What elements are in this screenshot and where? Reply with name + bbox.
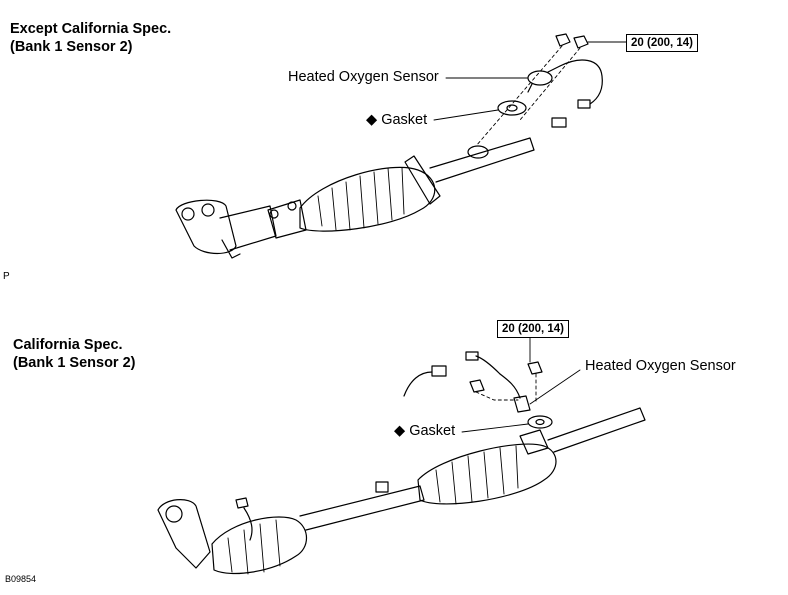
bottom-gasket-hole: [536, 420, 544, 425]
top-manifold-port: [202, 204, 214, 216]
top-oxygen-sensor-body: [528, 66, 560, 92]
diamond-icon: ◆: [394, 423, 406, 439]
top-sensor-connector: [578, 100, 590, 108]
top-gasket: [498, 101, 526, 115]
top-flange-bolt: [270, 210, 278, 218]
bottom-nut: [528, 362, 542, 374]
bottom-catalytic-converter: [418, 444, 556, 504]
top-exhaust-pipe: [430, 138, 534, 182]
top-sensor-boss: [468, 146, 488, 158]
bottom-gasket-callout: ◆ Gasket: [394, 423, 455, 440]
top-title-line1: Except California Spec.: [10, 21, 172, 37]
bottom-gasket-label: Gasket: [409, 423, 456, 439]
bottom-front-sensor-connector: [236, 498, 248, 508]
top-title-line2: (Bank 1 Sensor 2): [10, 39, 133, 55]
bottom-torque-spec: 20 (200, 14): [497, 320, 570, 338]
top-gasket-hole: [507, 105, 517, 111]
bottom-sensor-boss: [520, 430, 548, 454]
top-oxygen-sensor: [528, 71, 552, 85]
bottom-section-title: California Spec. (Bank 1 Sensor 2): [13, 336, 136, 372]
bottom-pipe-hanger: [376, 482, 388, 492]
bottom-exhaust-assembly: [158, 338, 645, 574]
diamond-icon: ◆: [366, 112, 378, 128]
bottom-sensor-neck: [500, 374, 520, 398]
bottom-harness-wire: [404, 372, 432, 396]
bottom-exhaust-pipe: [548, 408, 645, 452]
mid-mark: P: [3, 271, 10, 282]
bottom-front-sensor-wire: [244, 508, 252, 540]
bottom-converter-ribs: [436, 446, 518, 504]
bottom-sensor-connector: [466, 352, 478, 360]
top-gasket-leader: [434, 110, 498, 120]
bottom-gasket-leader: [462, 424, 528, 432]
bottom-harness-connector: [432, 366, 446, 376]
top-rear-flange: [405, 156, 440, 204]
top-converter-ribs: [318, 168, 404, 230]
top-front-pipe: [220, 206, 276, 250]
top-section-title: Except California Spec. (Bank 1 Sensor 2…: [10, 20, 171, 56]
bottom-title-line2: (Bank 1 Sensor 2): [13, 355, 136, 371]
top-exhaust-assembly: [176, 34, 626, 258]
bottom-sensor-wire: [476, 356, 500, 374]
top-stud-alignment: [476, 46, 580, 146]
bottom-front-converter-ribs: [228, 520, 280, 574]
bottom-manifold-port: [166, 506, 182, 522]
bottom-title-line1: California Spec.: [13, 337, 123, 353]
top-nut: [556, 34, 570, 46]
top-gasket-label: Gasket: [381, 112, 428, 128]
bottom-manifold-flange: [158, 500, 210, 568]
top-flange-bolt: [288, 202, 296, 210]
top-torque-spec: 20 (200, 14): [626, 34, 699, 52]
top-harness-connector: [552, 118, 566, 127]
bottom-gasket: [528, 416, 552, 428]
top-nut: [574, 36, 588, 48]
bottom-sensor-label: Heated Oxygen Sensor: [585, 358, 736, 374]
top-bracket: [222, 240, 240, 258]
bottom-oxygen-sensor: [514, 396, 530, 412]
top-gasket-callout: ◆ Gasket: [366, 112, 427, 129]
top-sensor-wire: [560, 60, 602, 104]
top-catalytic-converter: [300, 167, 435, 231]
bottom-stud-alignment: [476, 374, 536, 404]
bottom-nut: [470, 380, 484, 392]
bottom-front-converter: [212, 517, 307, 574]
top-manifold-port: [182, 208, 194, 220]
top-sensor-label: Heated Oxygen Sensor: [288, 69, 439, 85]
figure-id: B09854: [5, 574, 37, 584]
top-manifold-flange: [176, 200, 236, 253]
bottom-middle-pipe: [300, 486, 424, 530]
bottom-sensor-leader: [530, 370, 580, 404]
